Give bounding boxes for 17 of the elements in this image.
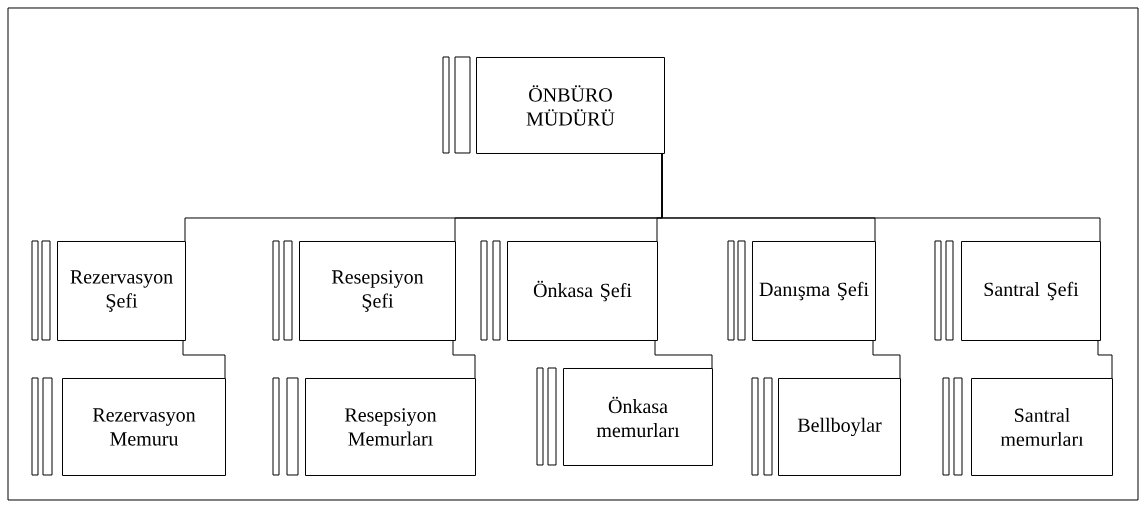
org-box: Rezervasyon Şefi — [57, 241, 186, 341]
connector-line — [654, 339, 713, 369]
connector-line — [872, 339, 901, 379]
org-box: Santral memurları — [971, 378, 1113, 476]
org-box: Resepsiyon Memurları — [305, 378, 476, 476]
org-box: Santral Şefi — [961, 241, 1101, 341]
org-box: Bellboylar — [778, 378, 901, 476]
org-box: ÖNBÜRO MÜDÜRÜ — [476, 57, 665, 154]
org-box: Rezervasyon Memuru — [62, 378, 226, 476]
org-box: Önkasa memurları — [563, 368, 713, 466]
connector-line — [661, 152, 1101, 242]
org-box: Danışma Şefi — [752, 241, 876, 341]
connector-line — [182, 339, 226, 379]
connector-line — [452, 339, 476, 379]
org-box: Resepsiyon Şefi — [299, 241, 456, 341]
connector-line — [1097, 339, 1113, 379]
org-box: Önkasa Şefi — [507, 241, 658, 341]
